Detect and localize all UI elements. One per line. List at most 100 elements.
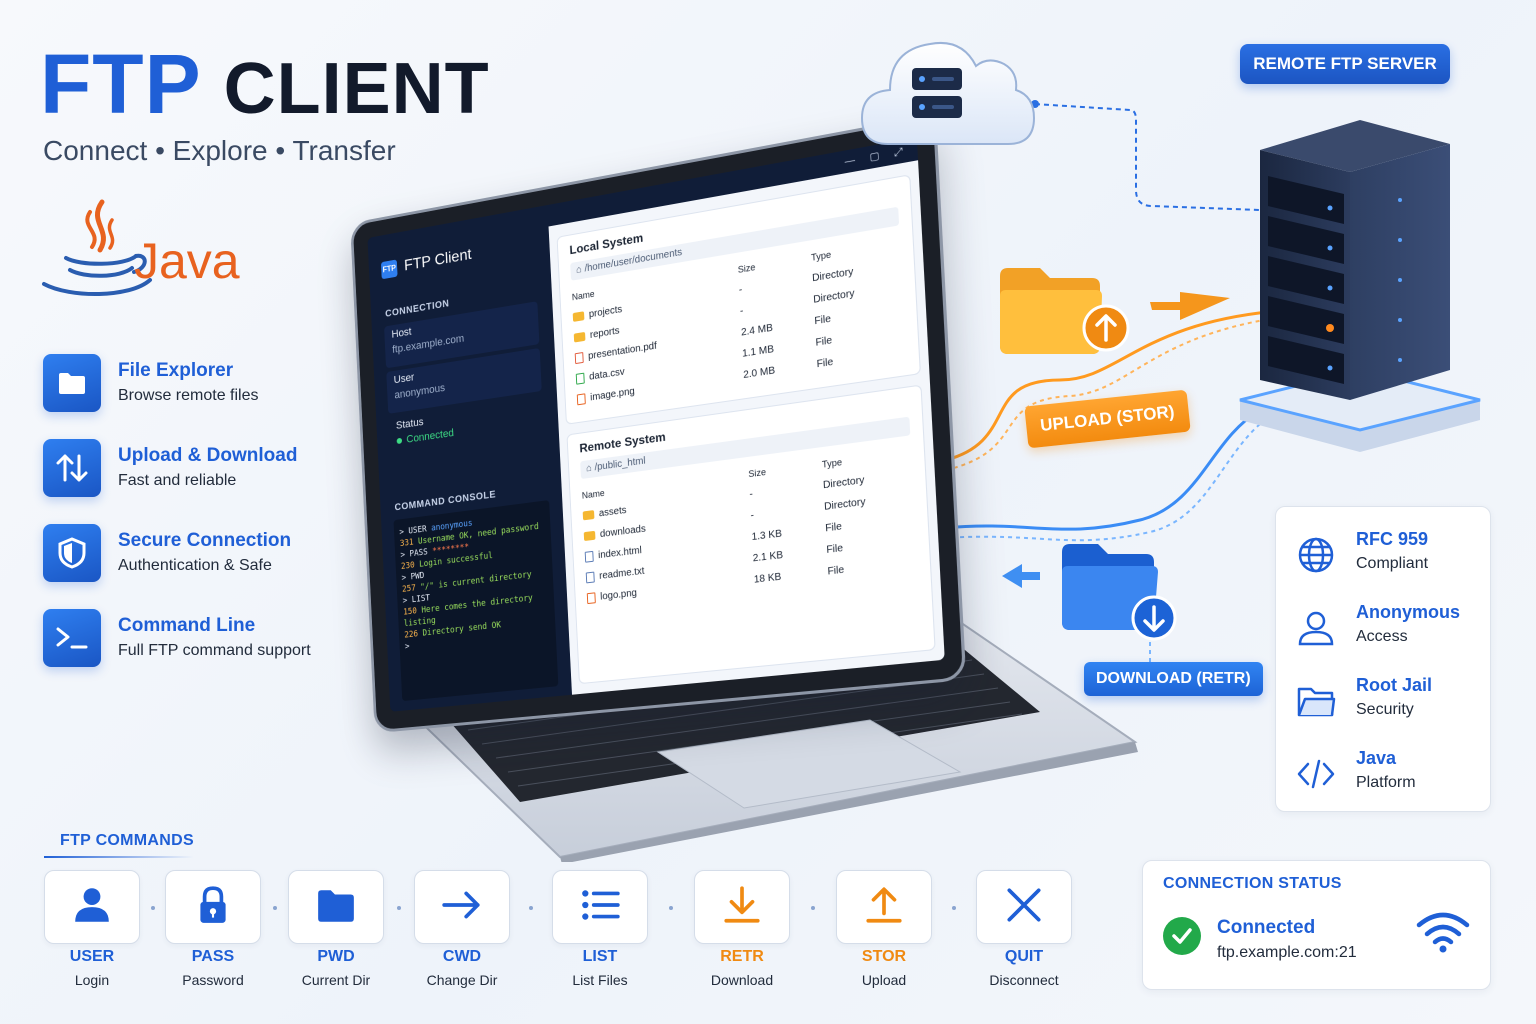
page-subtitle: Connect • Explore • Transfer: [43, 135, 396, 167]
command-card[interactable]: [976, 870, 1072, 944]
file-size: 2.0 MB: [743, 359, 817, 381]
user-icon: [71, 884, 113, 931]
command-desc: Login: [44, 972, 140, 988]
status-label: Connected: [1217, 917, 1315, 939]
feature-command-line: Command Line Full FTP command support: [43, 609, 343, 669]
page-title: FTP CLIENT: [40, 36, 490, 133]
up-down-arrows-icon: [43, 439, 101, 497]
command-pwd[interactable]: PWDCurrent Dir: [288, 870, 384, 988]
command-stor[interactable]: STORUpload: [836, 870, 932, 988]
info-title: Java: [1356, 748, 1396, 769]
info-rfc959: RFC 959 Compliant: [1296, 527, 1486, 579]
download-retr-badge: DOWNLOAD (RETR): [1084, 662, 1263, 696]
feature-desc: Fast and reliable: [118, 472, 236, 490]
folder-open-icon: [1296, 681, 1336, 721]
cloud-server-icon: [858, 20, 1038, 160]
command-retr[interactable]: RETRDownload: [694, 870, 790, 988]
console-code: 150: [403, 606, 422, 618]
document-icon: [586, 572, 595, 584]
app-window: FTP FTP Client CONNECTION Host ftp.examp…: [367, 137, 944, 711]
file-name: logo.png: [600, 588, 637, 603]
status-value-text: Connected: [406, 427, 454, 445]
feature-desc: Browse remote files: [118, 387, 259, 405]
upload-icon: [863, 884, 905, 931]
app-sidebar: FTP FTP Client CONNECTION Host ftp.examp…: [367, 205, 572, 712]
status-label: Status: [396, 416, 424, 431]
info-desc: Security: [1356, 701, 1414, 719]
command-card[interactable]: [836, 870, 932, 944]
arrow-right-icon: [441, 884, 483, 931]
file-name: index.html: [598, 545, 642, 561]
command-card[interactable]: [165, 870, 261, 944]
feature-title: Upload & Download: [118, 445, 297, 467]
document-icon: [585, 551, 594, 563]
command-console[interactable]: > USER anonymous331 Username OK, need pa…: [393, 500, 558, 701]
title-secondary: CLIENT: [224, 49, 490, 129]
command-cwd[interactable]: CWDChange Dir: [414, 870, 510, 988]
command-connector-dot: [273, 906, 277, 910]
info-desc: Access: [1356, 628, 1408, 646]
command-user[interactable]: USER Login: [44, 870, 140, 988]
app-main: — ▢ ⤢ Local System ⌂ /home/user/document…: [547, 137, 944, 694]
file-name: data.csv: [589, 367, 625, 383]
command-pass[interactable]: PASSPassword: [165, 870, 261, 988]
file-name: reports: [590, 325, 620, 341]
info-title: Anonymous: [1356, 602, 1460, 623]
command-card[interactable]: [694, 870, 790, 944]
title-primary: FTP: [40, 37, 202, 131]
csv-file-icon: [576, 373, 585, 385]
remote-panel: Remote System ⌂ /public_html NameSizeTyp…: [567, 384, 936, 684]
info-panel: RFC 959 Compliant Anonymous Access Root …: [1275, 506, 1491, 812]
commands-heading: FTP COMMANDS: [60, 832, 194, 850]
command-name: LIST: [552, 948, 648, 966]
command-connector-dot: [397, 906, 401, 910]
check-circle-icon: [1163, 917, 1201, 955]
console-prompt: >: [405, 642, 410, 652]
info-root-jail: Root Jail Security: [1296, 673, 1486, 725]
minimize-icon[interactable]: —: [844, 155, 855, 168]
command-connector-dot: [529, 906, 533, 910]
app-title-text: FTP Client: [404, 246, 472, 275]
feature-title: File Explorer: [118, 360, 233, 382]
app-title: FTP FTP Client: [381, 246, 472, 279]
command-name: USER: [44, 948, 140, 966]
info-title: RFC 959: [1356, 529, 1428, 550]
status-heading: CONNECTION STATUS: [1163, 875, 1342, 893]
feature-title: Secure Connection: [118, 530, 291, 552]
command-card[interactable]: [288, 870, 384, 944]
command-desc: Download: [694, 972, 790, 988]
remote-path-text: /public_html: [594, 456, 646, 474]
wifi-icon: [1415, 909, 1471, 953]
feature-desc: Full FTP command support: [118, 642, 311, 660]
laptop-screen: FTP FTP Client CONNECTION Host ftp.examp…: [350, 114, 966, 733]
command-list[interactable]: LISTList Files: [552, 870, 648, 988]
status-host: ftp.example.com:21: [1217, 944, 1357, 962]
code-icon: [1296, 754, 1336, 794]
download-folder-icon: [1058, 540, 1182, 642]
server-rack-icon: [1230, 100, 1490, 460]
info-desc: Compliant: [1356, 555, 1428, 573]
globe-icon: [1296, 535, 1336, 575]
file-name: image.png: [590, 386, 635, 403]
image-file-icon: [577, 393, 586, 405]
folder-icon: [43, 354, 101, 412]
file-name: readme.txt: [599, 566, 645, 582]
feature-upload-download: Upload & Download Fast and reliable: [43, 439, 343, 499]
terminal-icon: [43, 609, 101, 667]
file-name: projects: [589, 304, 623, 320]
folder-icon: [584, 531, 596, 541]
command-connector-dot: [952, 906, 956, 910]
command-card[interactable]: [414, 870, 510, 944]
command-quit[interactable]: QUITDisconnect: [976, 870, 1072, 988]
info-anonymous: Anonymous Access: [1296, 600, 1486, 652]
status-dot-icon: [397, 438, 403, 444]
command-name: CWD: [414, 948, 510, 966]
command-connector-dot: [811, 906, 815, 910]
command-card[interactable]: [552, 870, 648, 944]
command-card[interactable]: [44, 870, 140, 944]
command-desc: Upload: [836, 972, 932, 988]
feature-title: Command Line: [118, 615, 255, 637]
command-connector-dot: [669, 906, 673, 910]
image-file-icon: [587, 592, 596, 604]
app-logo-icon: FTP: [381, 259, 398, 279]
